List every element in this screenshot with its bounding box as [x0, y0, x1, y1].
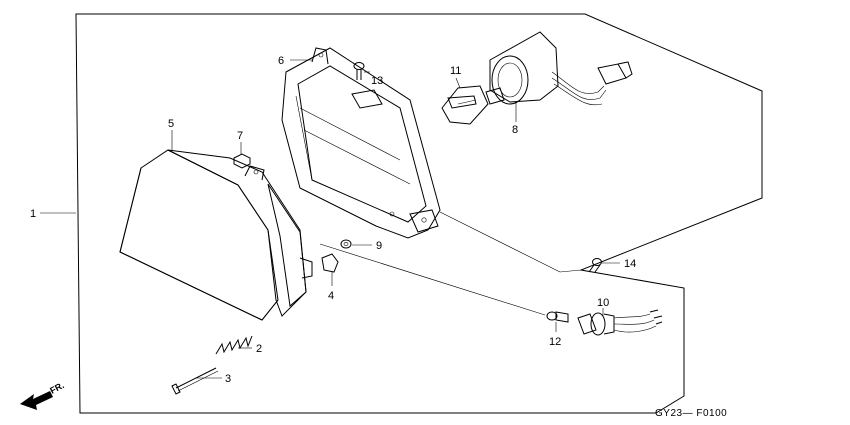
part-label-14: 14: [624, 258, 636, 270]
spring-2: [215, 335, 253, 355]
part-label-1: 1: [30, 208, 36, 220]
adjuster-nut-4: [321, 253, 339, 273]
part-label-5: 5: [168, 118, 174, 130]
part-label-9: 9: [376, 240, 382, 252]
screw-14: [588, 258, 602, 273]
headlight-unit: [119, 149, 313, 321]
part-labels: 1 2 3 4 5 6 7 8 9 10 11 12 13 14: [30, 55, 636, 385]
part-label-2: 2: [256, 343, 262, 355]
socket-cover: [489, 31, 633, 106]
part-label-8: 8: [512, 124, 518, 136]
headlight-case: [281, 47, 441, 239]
part-label-13: 13: [371, 75, 383, 87]
callout-leaders: [40, 59, 620, 379]
front-direction-label: FR.: [48, 380, 65, 396]
part-label-11: 11: [450, 65, 461, 77]
part-label-7: 7: [237, 130, 243, 142]
assembly-boundary: [75, 13, 763, 414]
nut-7: [233, 153, 251, 169]
part-label-12: 12: [549, 336, 561, 348]
part-label-3: 3: [225, 373, 231, 385]
position-bulb: [546, 311, 569, 323]
headlight-bulb: [441, 85, 505, 125]
grommet-9: [340, 239, 352, 249]
part-label-4: 4: [328, 290, 334, 302]
connection-line-socket: [319, 243, 546, 316]
front-direction-arrow: FR.: [20, 380, 66, 410]
part-label-10: 10: [597, 297, 609, 309]
position-light-socket: [577, 309, 663, 336]
part-label-6: 6: [278, 55, 284, 67]
screw-13: [353, 62, 365, 80]
diagram-reference-code: GY23— F0100: [655, 408, 727, 419]
boundary-guide-lines: [439, 211, 582, 273]
screw-3: [171, 367, 219, 395]
